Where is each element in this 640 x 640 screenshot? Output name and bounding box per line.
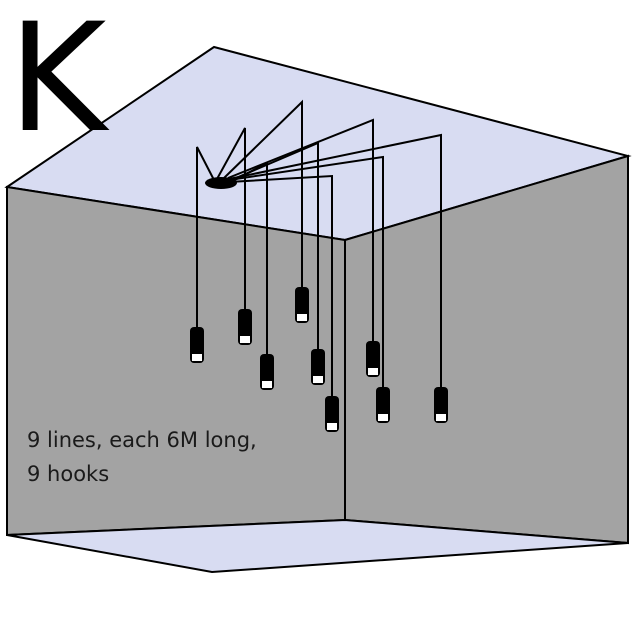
cord-2 (216, 127, 246, 310)
caption-line-2: 9 hooks (27, 462, 109, 486)
lamp-9 (434, 387, 448, 423)
cord-1 (196, 146, 215, 328)
lamp-1 (190, 327, 204, 363)
lamp-2 (238, 309, 252, 345)
lamp-3 (295, 287, 309, 323)
variant-letter: K (8, 0, 110, 166)
caption-line-1: 9 lines, each 6M long, (27, 428, 257, 452)
cord-8 (228, 174, 333, 397)
pendant-lamps (190, 287, 448, 432)
cord-5 (228, 133, 442, 388)
cord-9 (228, 161, 268, 355)
lamp-8 (376, 387, 390, 423)
cord-4 (227, 118, 374, 342)
cord-3 (223, 99, 303, 288)
cord-6 (228, 155, 384, 388)
pendant-cords (196, 99, 442, 397)
lamp-4 (260, 354, 274, 390)
lamp-6 (366, 341, 380, 377)
lamp-7 (325, 396, 339, 432)
floor (6, 518, 629, 574)
lamp-5 (311, 349, 325, 385)
